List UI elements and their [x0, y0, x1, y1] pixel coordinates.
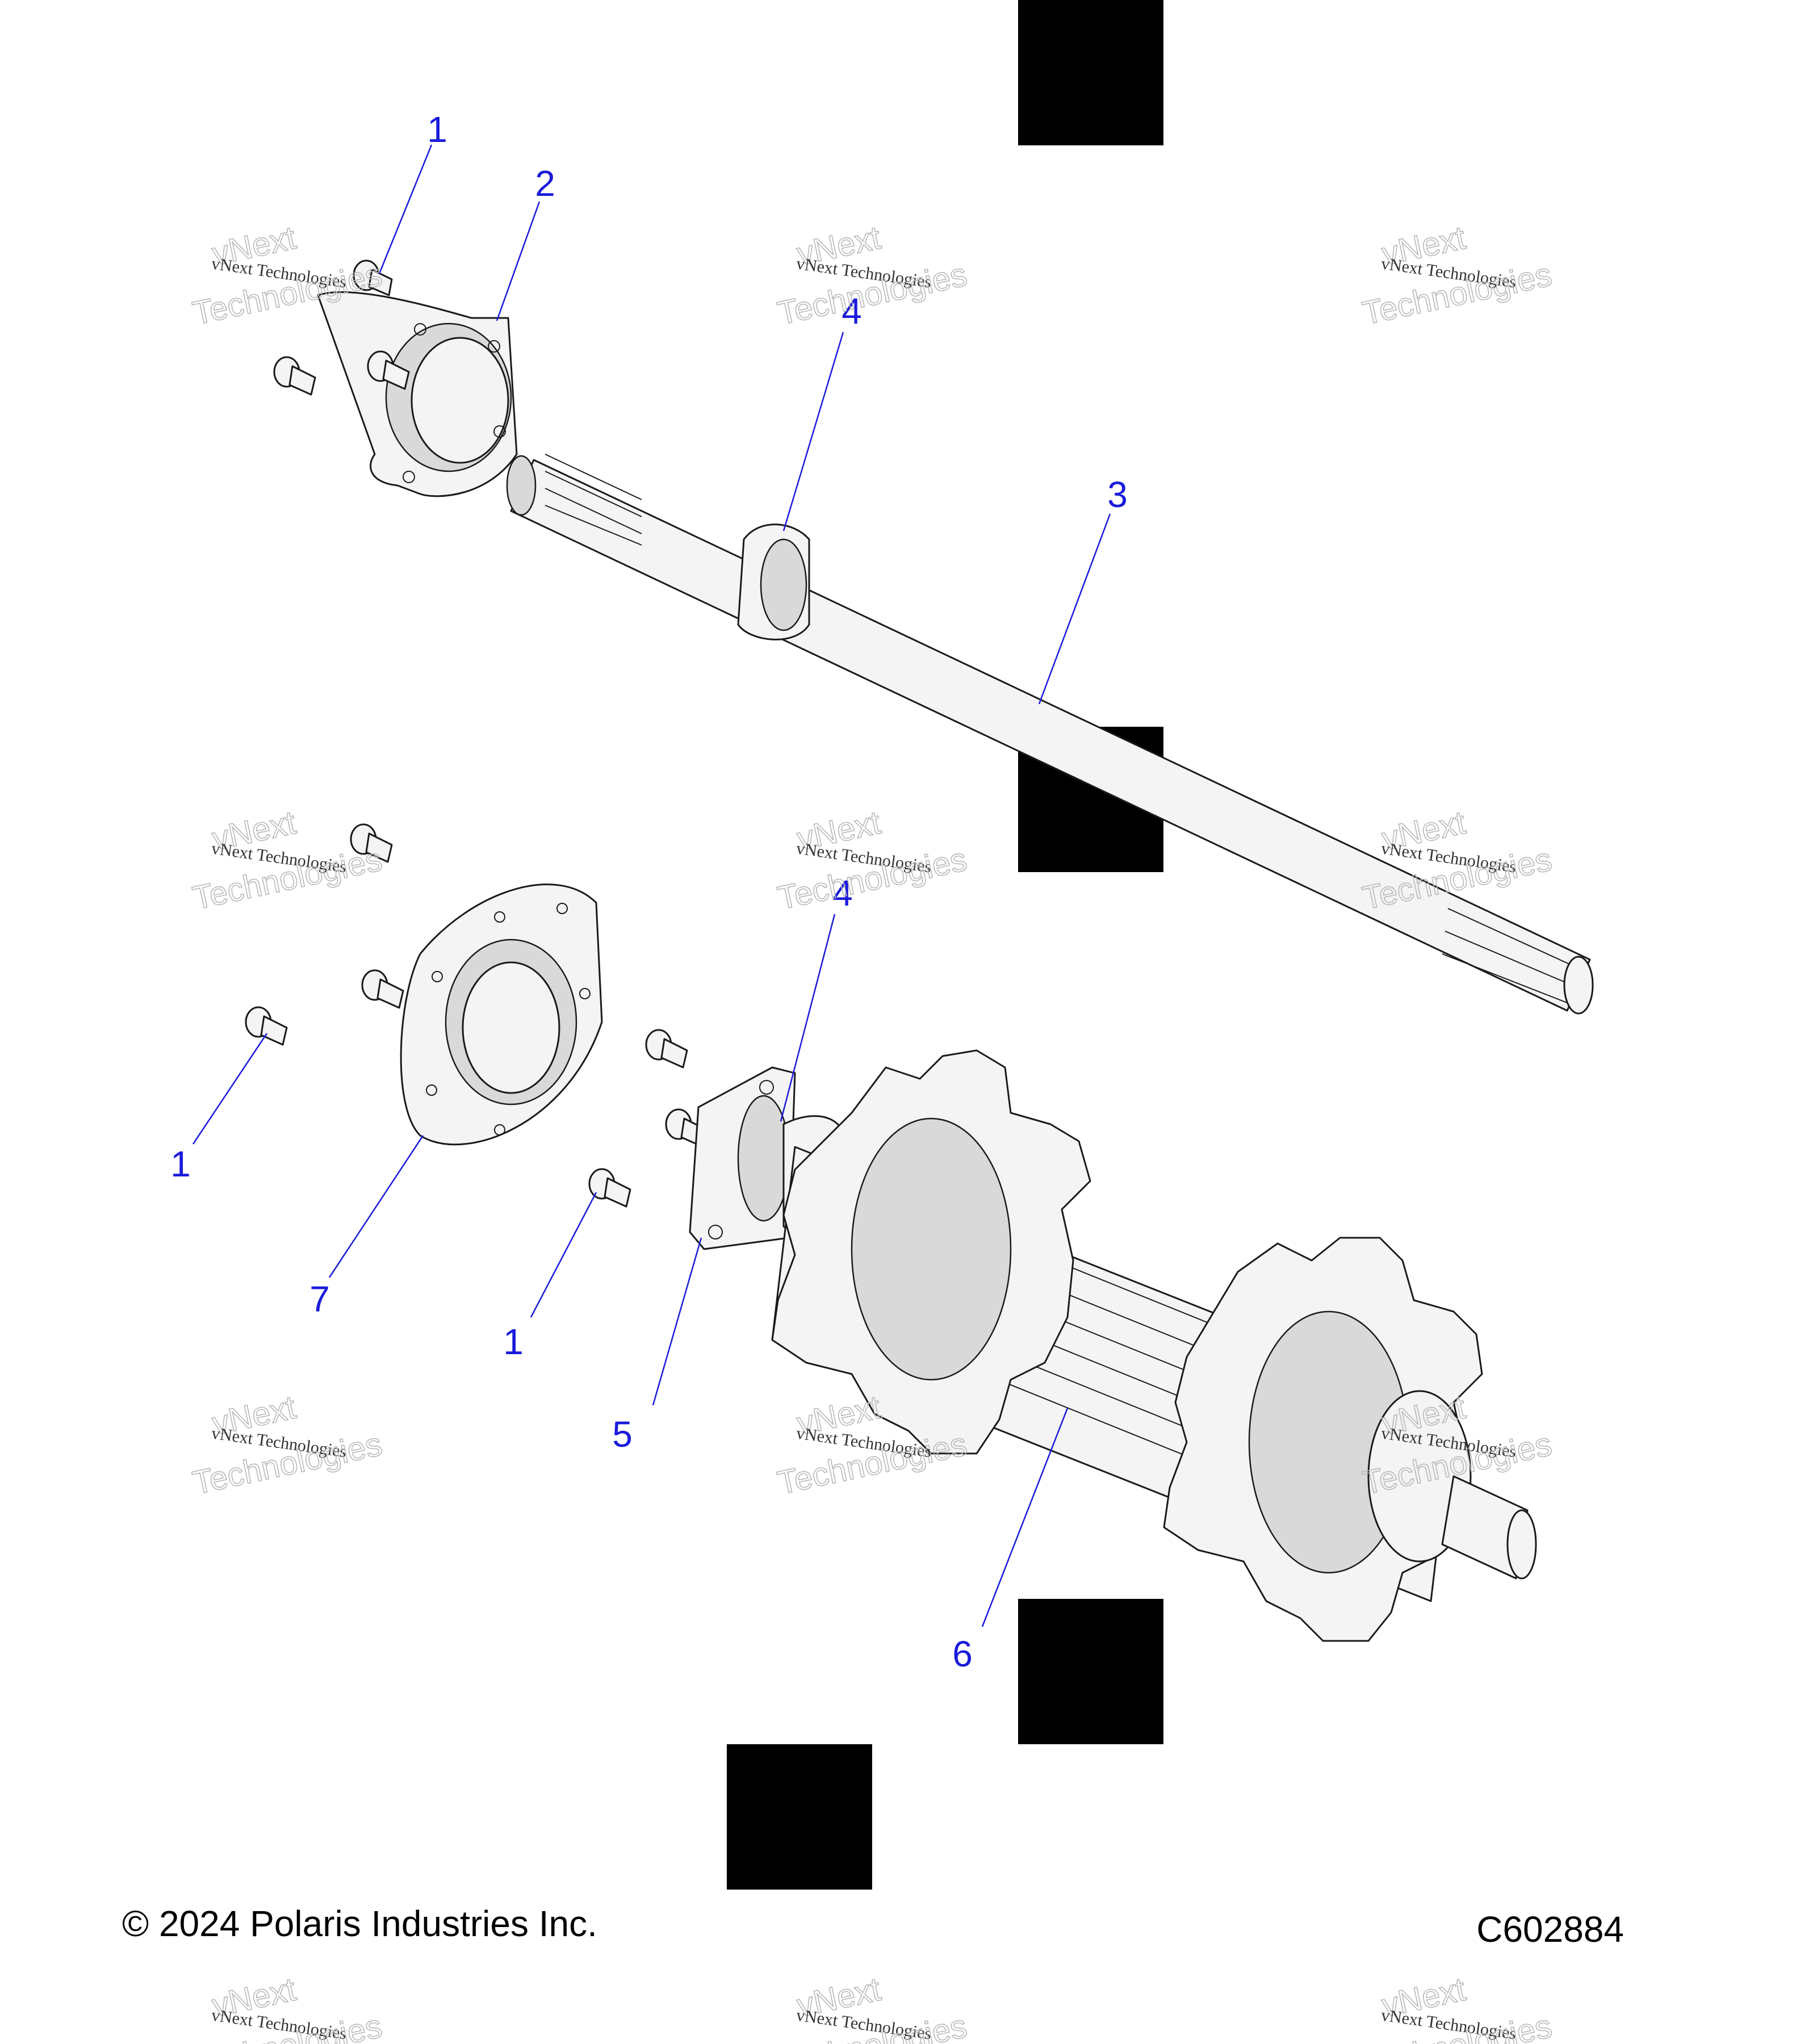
watermark: vNext vNext Technologies Technologies: [1359, 1388, 1555, 1502]
callout-5: 5: [612, 1414, 633, 1455]
callout-1: 1: [170, 1144, 191, 1184]
bolt: [273, 356, 316, 396]
watermark: vNext vNext Technologies Technologies: [1359, 1970, 1555, 2044]
bearing-flange: [689, 1066, 796, 1250]
callout-labels: 1 2 4 3 4 1 7 1 5 6: [170, 109, 1128, 1674]
leader-line: [782, 332, 844, 531]
watermark: vNext vNext Technologies Technologies: [774, 803, 970, 917]
leader-line: [652, 1237, 702, 1406]
watermark: vNext vNext Technologies Technologies: [189, 1970, 386, 2044]
callout-4: 4: [841, 291, 862, 332]
flange-plate-lower: [400, 883, 603, 1146]
watermark: vNext vNext Technologies Technologies: [774, 219, 970, 332]
callout-3: 3: [1107, 474, 1128, 515]
redaction-block-top: [1018, 0, 1163, 145]
watermark: vNext vNext Technologies Technologies: [774, 1970, 970, 2044]
drawing-code: C602884: [1476, 1909, 1624, 1950]
bolts-upper: [273, 259, 410, 396]
flange-plate-upper: [317, 291, 518, 497]
bolt: [645, 1029, 688, 1069]
redaction-block-lower: [1018, 1599, 1163, 1744]
leader-line: [780, 914, 836, 1122]
bolt: [367, 350, 410, 390]
leader-line: [328, 1135, 424, 1278]
callout-6: 6: [952, 1633, 973, 1674]
bolt: [353, 259, 393, 296]
bolt: [245, 1006, 288, 1046]
bolt: [361, 969, 404, 1009]
leader-line: [530, 1192, 597, 1318]
callout-4: 4: [832, 873, 853, 914]
callout-1: 1: [503, 1321, 524, 1362]
redaction-block-bottom: [727, 1744, 872, 1890]
bolt: [588, 1168, 631, 1208]
copyright-text: © 2024 Polaris Industries Inc.: [122, 1903, 597, 1944]
watermark: vNext vNext Technologies Technologies: [189, 803, 386, 917]
leader-line: [192, 1033, 268, 1145]
leader-line: [1038, 513, 1111, 705]
shaft: [506, 454, 1594, 1015]
leader-lines: [192, 144, 1111, 1627]
watermark: vNext vNext Technologies Technologies: [189, 1388, 386, 1502]
drive-sprocket-assembly: [771, 1049, 1537, 1642]
callout-1: 1: [427, 109, 447, 150]
leader-line: [981, 1408, 1069, 1627]
bolt: [350, 823, 393, 863]
collar-upper: [737, 523, 810, 640]
callout-2: 2: [535, 163, 555, 204]
watermark: vNext vNext Technologies Technologies: [1359, 219, 1555, 332]
callout-7: 7: [309, 1279, 330, 1320]
bolts-lower: [245, 823, 708, 1208]
leader-line: [378, 144, 433, 274]
leader-line: [496, 201, 541, 321]
